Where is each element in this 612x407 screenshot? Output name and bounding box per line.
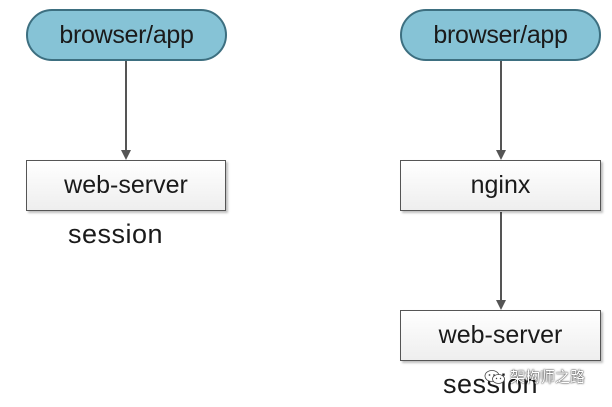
left-session-label: session [68,219,164,249]
left-web-server-label: web-server [64,171,188,199]
right-client-node: browser/app [400,9,601,61]
right-nginx-label: nginx [470,171,531,199]
right-web-server-node: web-server [400,310,601,361]
left-client-node: browser/app [26,9,227,61]
left-web-server-node: web-server [26,160,226,211]
watermark: 架构师之路 [484,366,585,387]
right-nginx-node: nginx [400,160,601,211]
wechat-icon [484,369,505,384]
right-client-label: browser/app [433,20,568,49]
left-client-label: browser/app [59,20,194,49]
right-web-server-label: web-server [438,321,563,349]
watermark-text: 架构师之路 [510,369,586,386]
